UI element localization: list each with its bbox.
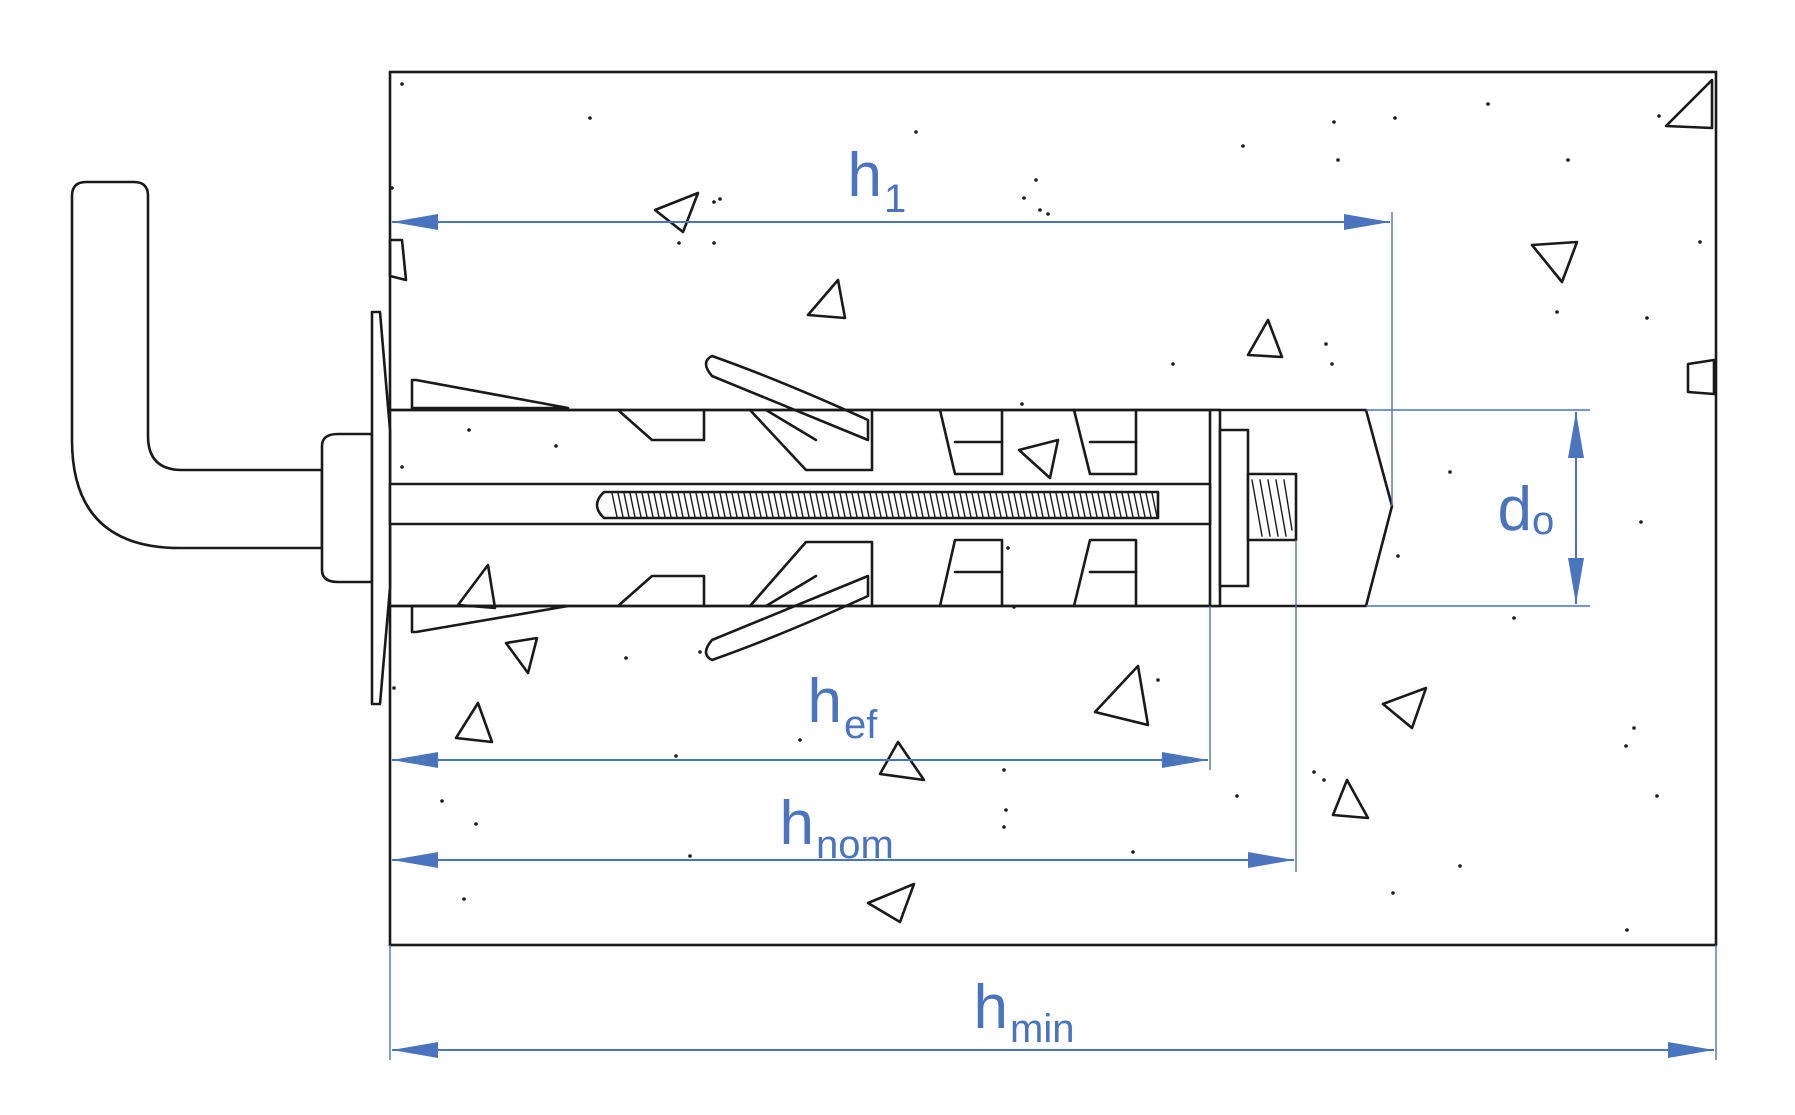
dimension-hnom: h nom [392,789,1294,868]
dimension-hef: h ef [392,667,1208,768]
extension-lines [389,212,1717,1060]
hmin-label-main: h [974,973,1008,1042]
dimension-h1: h 1 [392,141,1390,230]
d0-label-main: d [1498,475,1532,544]
hef-label-main: h [808,667,842,736]
hnom-label-main: h [780,789,814,858]
hook-screw [70,180,1298,706]
hef-label-sub: ef [844,703,878,747]
hnom-label-sub: nom [816,823,894,867]
aggregate-dots [390,82,1702,932]
dimension-hmin: h min [392,973,1714,1058]
d0-label-sub: o [1532,499,1554,543]
h1-label-sub: 1 [884,177,906,221]
hmin-label-sub: min [1010,1007,1074,1051]
h1-label-main: h [848,141,882,210]
dimension-d0: d o [1498,412,1584,604]
